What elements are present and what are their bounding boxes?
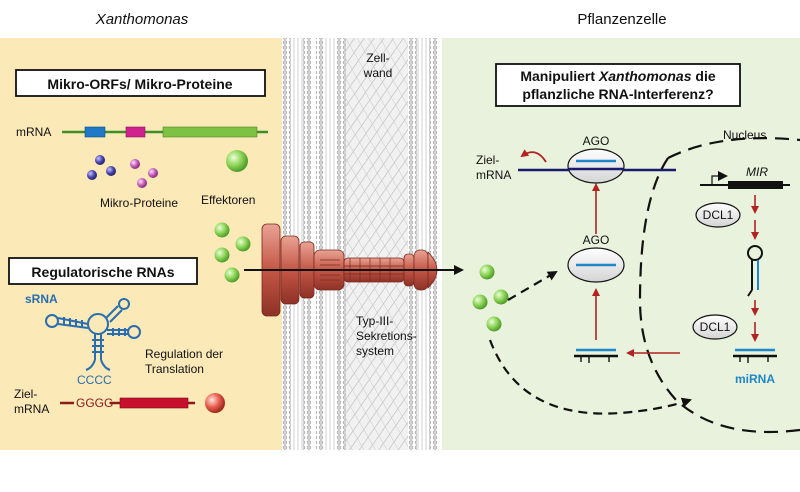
dcl1-bottom-label: DCL1 <box>700 320 731 334</box>
cell-wall-label-line1: Zell- <box>366 51 389 65</box>
mir-gene <box>700 171 790 189</box>
micro-orfs-title-box <box>15 69 266 97</box>
question-line1: Manipuliert Xanthomonas die <box>520 68 715 84</box>
micro-orfs-title: Mikro-ORFs/ Mikro-Proteine <box>47 76 232 92</box>
t3ss-label-line2: Sekretions- <box>356 329 417 343</box>
plant-membrane <box>408 38 438 450</box>
mir-label: MIR <box>746 165 768 179</box>
inhibition-arrow <box>520 149 547 163</box>
srna-structure <box>45 298 141 371</box>
mirna-label: miRNA <box>735 372 775 386</box>
mirna-duplex <box>733 348 777 363</box>
bacterial-target-label-line1: Ziel- <box>14 387 37 401</box>
micro-proteins-label: Mikro-Proteine <box>100 196 178 210</box>
plant-target-label-line2: mRNA <box>476 168 511 182</box>
question-organism: Xanthomonas <box>598 68 692 84</box>
effectors-label: Effektoren <box>201 193 255 207</box>
nucleus-label: Nucleus <box>723 128 766 142</box>
question-box <box>495 63 741 107</box>
xanthomonas-panel-bg <box>0 38 282 450</box>
ago-top-label: AGO <box>583 134 610 148</box>
micro-proteins <box>87 155 158 188</box>
srna-bases: CCCC <box>77 373 112 387</box>
effector-protein <box>226 150 248 172</box>
cytoplasm-mirna-duplex <box>574 348 618 363</box>
plant-target-label-line1: Ziel- <box>476 153 499 167</box>
target-bases: GGGG <box>76 396 113 410</box>
question-prefix: Manipuliert <box>520 68 599 84</box>
effector-cluster-left <box>214 222 251 283</box>
effector-to-nucleus-arrow <box>488 339 692 415</box>
mrna-label: mRNA <box>16 125 51 139</box>
ago-mid-label: AGO <box>583 233 610 247</box>
question-line2: pflanzliche RNA-Interferenz? <box>522 86 713 102</box>
question-suffix: die <box>692 68 716 84</box>
srna-label: sRNA <box>25 292 58 306</box>
ago-bound <box>567 148 625 184</box>
dcl1-bottom <box>692 314 738 340</box>
dcl1-top-label: DCL1 <box>703 208 734 222</box>
regulatory-rnas-title-box <box>8 257 198 285</box>
cell-wall-label-line2: wand <box>363 66 393 80</box>
xanthomonas-header: Xanthomonas <box>95 11 189 28</box>
mrna-strand <box>62 126 268 138</box>
effector-cluster-right <box>472 264 509 332</box>
t3ss-label-line3: system <box>356 344 394 358</box>
effector-to-ago-arrow <box>507 270 558 301</box>
bacterial-target-mrna <box>60 397 195 409</box>
dcl1-top <box>695 202 741 228</box>
plant-cell-header: Pflanzenzelle <box>577 11 666 28</box>
translated-protein <box>205 393 225 413</box>
regulation-label-line2: Translation <box>145 362 204 376</box>
cell-wall <box>346 38 408 450</box>
pre-mirna-hairpin <box>747 245 763 297</box>
nucleus-envelope <box>638 137 800 434</box>
bacterial-target-label-line2: mRNA <box>14 402 49 416</box>
t3ss-label-line1: Typ-III- <box>356 314 393 328</box>
regulatory-rnas-title: Regulatorische RNAs <box>31 264 174 280</box>
regulation-label-line1: Regulation der <box>145 347 223 361</box>
